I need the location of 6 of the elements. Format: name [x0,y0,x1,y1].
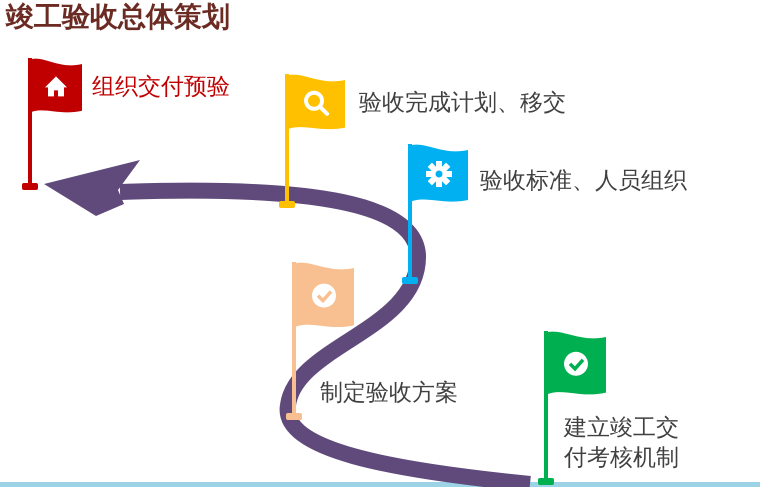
title: 竣工验收总体策划 [6,0,230,35]
step-label: 制定验收方案 [320,379,459,408]
step-label: 验收标准、人员组织 [480,167,688,196]
step-label: 验收完成计划、移交 [359,89,567,118]
step-label: 组织交付预验 [92,73,231,102]
step-label: 建立竣工交付考核机制 [564,414,680,473]
